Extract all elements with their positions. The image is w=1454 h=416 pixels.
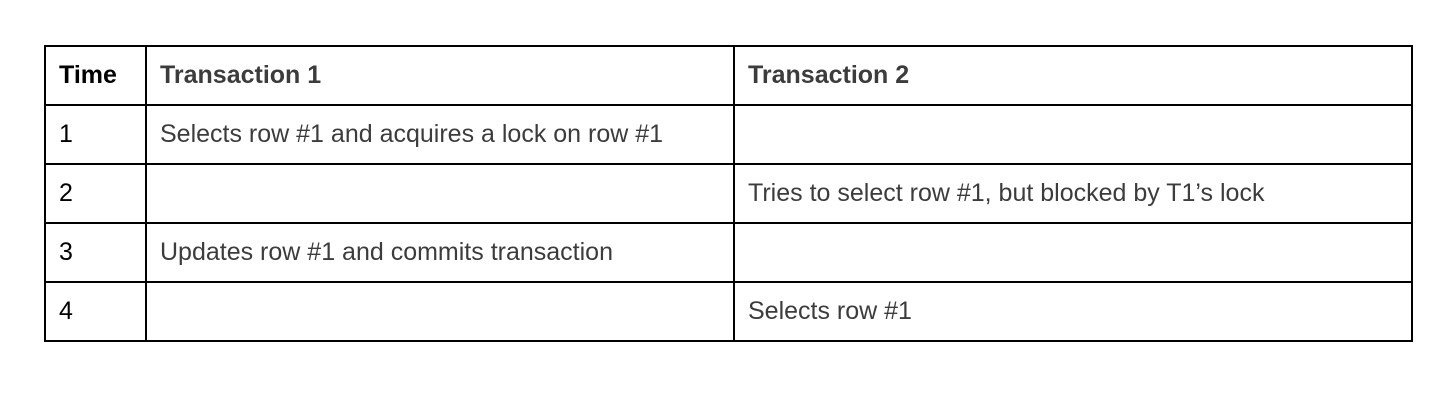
time-cell: 3 <box>44 222 147 283</box>
transaction-1-cell: Selects row #1 and acquires a lock on ro… <box>145 104 735 165</box>
transaction-1-cell: Updates row #1 and commits transaction <box>145 222 735 283</box>
transaction-2-cell: Selects row #1 <box>733 281 1413 342</box>
table-row: 2 Tries to select row #1, but blocked by… <box>44 163 1413 224</box>
table-row: 1 Selects row #1 and acquires a lock on … <box>44 104 1413 165</box>
table-header: Time Transaction 1 Transaction 2 <box>44 45 1413 106</box>
transaction-2-cell: Tries to select row #1, but blocked by T… <box>733 163 1413 224</box>
transaction-1-cell <box>145 281 735 342</box>
table-row: 3 Updates row #1 and commits transaction <box>44 222 1413 283</box>
transaction-2-cell <box>733 222 1413 283</box>
header-transaction-1: Transaction 1 <box>145 45 735 106</box>
header-transaction-2: Transaction 2 <box>733 45 1413 106</box>
time-cell: 1 <box>44 104 147 165</box>
time-cell: 2 <box>44 163 147 224</box>
transaction-schedule-table-wrapper: Time Transaction 1 Transaction 2 1 Selec… <box>44 45 1413 342</box>
table-body: 1 Selects row #1 and acquires a lock on … <box>44 104 1413 342</box>
header-row: Time Transaction 1 Transaction 2 <box>44 45 1413 106</box>
table-row: 4 Selects row #1 <box>44 281 1413 342</box>
time-cell: 4 <box>44 281 147 342</box>
header-time: Time <box>44 45 147 106</box>
transaction-schedule-table: Time Transaction 1 Transaction 2 1 Selec… <box>44 45 1413 342</box>
transaction-2-cell <box>733 104 1413 165</box>
transaction-1-cell <box>145 163 735 224</box>
